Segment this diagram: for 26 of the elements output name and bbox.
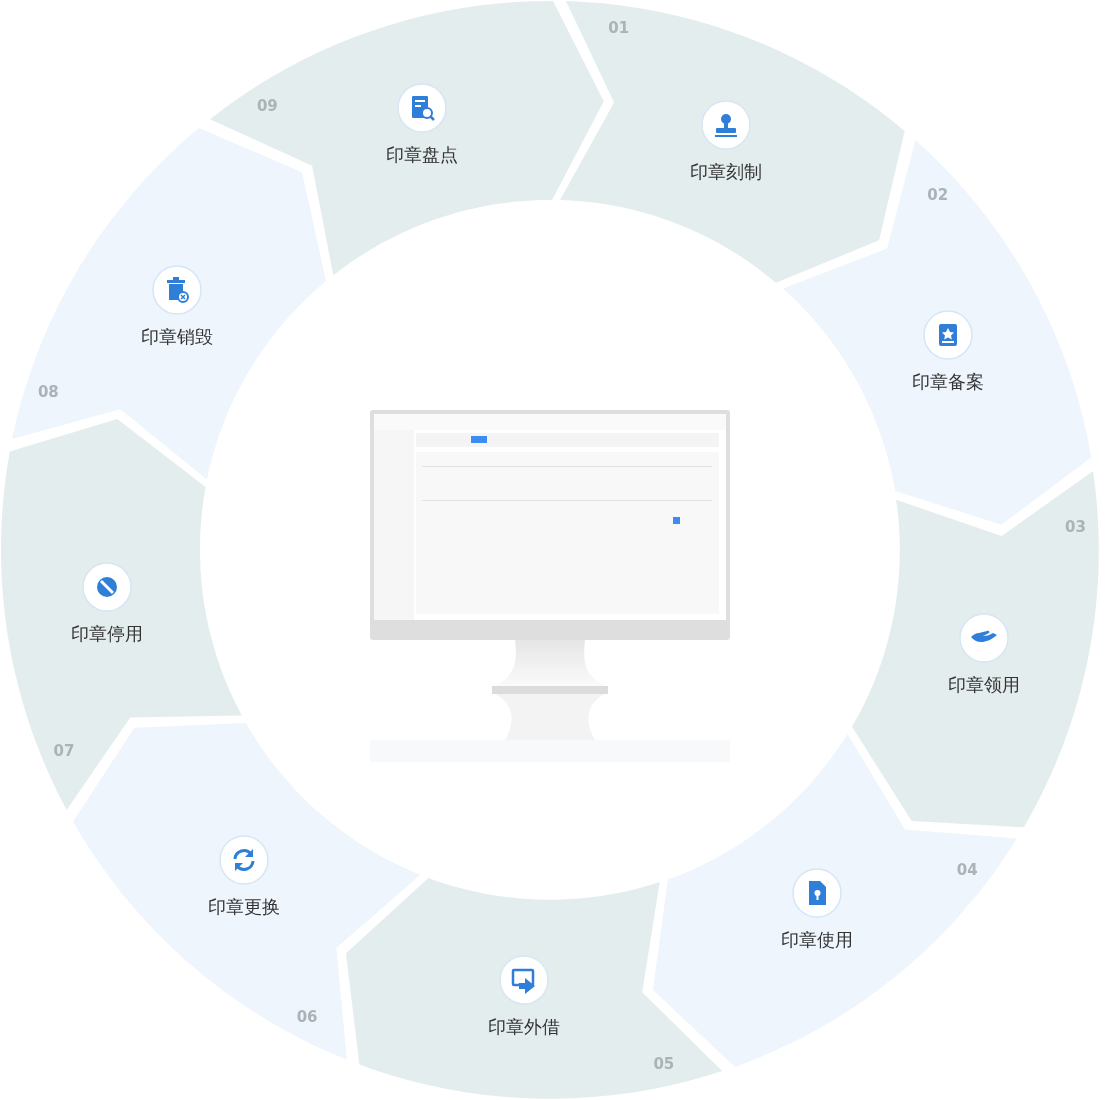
process-segment <box>1 419 242 811</box>
step-number: 04 <box>956 861 978 880</box>
process-segment <box>653 733 1018 1067</box>
step-label: 印章领用 <box>948 672 1021 697</box>
step-label: 印章刻制 <box>690 160 763 185</box>
step-number: 08 <box>37 382 59 401</box>
step-label: 印章更换 <box>208 894 281 919</box>
step-number: 09 <box>256 97 278 116</box>
step-number: 02 <box>927 185 949 204</box>
step-number: 06 <box>296 1007 318 1026</box>
process-segment <box>12 127 327 479</box>
process-segment <box>73 723 421 1061</box>
process-segment <box>852 470 1099 827</box>
step-label: 印章外借 <box>488 1015 561 1040</box>
step-number: 03 <box>1065 518 1086 537</box>
process-segment <box>346 878 723 1099</box>
process-segment <box>560 1 906 284</box>
step-label: 印章使用 <box>780 927 853 952</box>
step-label: 印章备案 <box>912 369 985 394</box>
step-number: 05 <box>653 1054 675 1073</box>
step-number: 07 <box>53 742 75 761</box>
process-segment <box>209 1 604 276</box>
step-label: 印章停用 <box>71 622 144 646</box>
step-label: 印章盘点 <box>385 142 458 167</box>
step-label: 印章销毁 <box>141 325 214 350</box>
step-number: 01 <box>608 19 630 38</box>
